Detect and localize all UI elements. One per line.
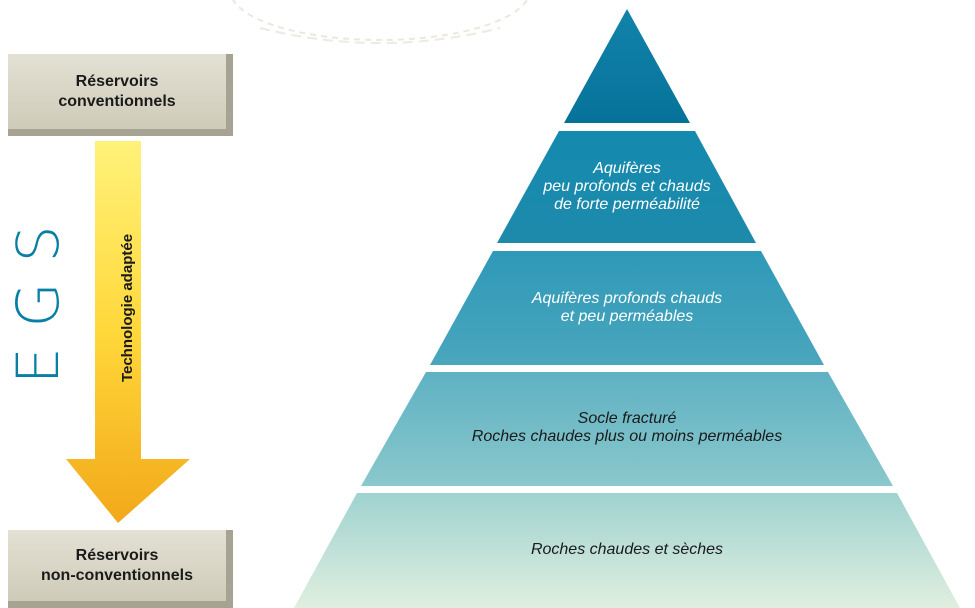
layer-label-line: de forte perméabilité [554, 196, 700, 213]
watermark-decoration [231, 0, 529, 44]
down-arrow-icon [66, 141, 190, 523]
pyramid-layer-hot-dry-rocks [294, 493, 960, 608]
pyramid-layer-shallow-aquifers [497, 131, 756, 243]
layer-label-line: et peu perméables [560, 308, 694, 325]
layer-label-shallow-aquifers: Aquifères peu profonds et chauds de fort… [517, 160, 737, 214]
layer-label-fractured-basement: Socle fracturé Roches chaudes plus ou mo… [417, 410, 837, 446]
layer-label-line: Aquifères profonds chauds [531, 290, 723, 307]
layer-label-line: Socle fracturé [577, 410, 677, 427]
unconventional-reservoirs-line2: non-conventionnels [41, 566, 193, 584]
pyramid-layer-deep-aquifers [430, 251, 824, 365]
layer-label-hot-dry-rocks: Roches chaudes et sèches [477, 541, 777, 559]
conventional-reservoirs-line2: conventionnels [58, 92, 176, 110]
conventional-reservoirs-line1: Réservoirs [75, 72, 159, 90]
conventional-reservoirs-box: Réservoirs conventionnels [8, 54, 233, 136]
layer-label-line: Aquifères [593, 160, 661, 177]
layer-label-line: Roches chaudes et sèches [530, 541, 724, 558]
pyramid-layer-fractured-basement [361, 372, 893, 486]
layer-label-line: Roches chaudes plus ou moins perméables [471, 428, 783, 445]
unconventional-reservoirs-line1: Réservoirs [75, 546, 159, 564]
pyramid-layer-apex [564, 9, 690, 123]
unconventional-reservoirs-box: Réservoirs non-conventionnels [8, 530, 233, 608]
layer-label-deep-aquifers: Aquifères profonds chauds et peu perméab… [497, 290, 757, 326]
layer-label-line: peu profonds et chauds [543, 178, 711, 195]
